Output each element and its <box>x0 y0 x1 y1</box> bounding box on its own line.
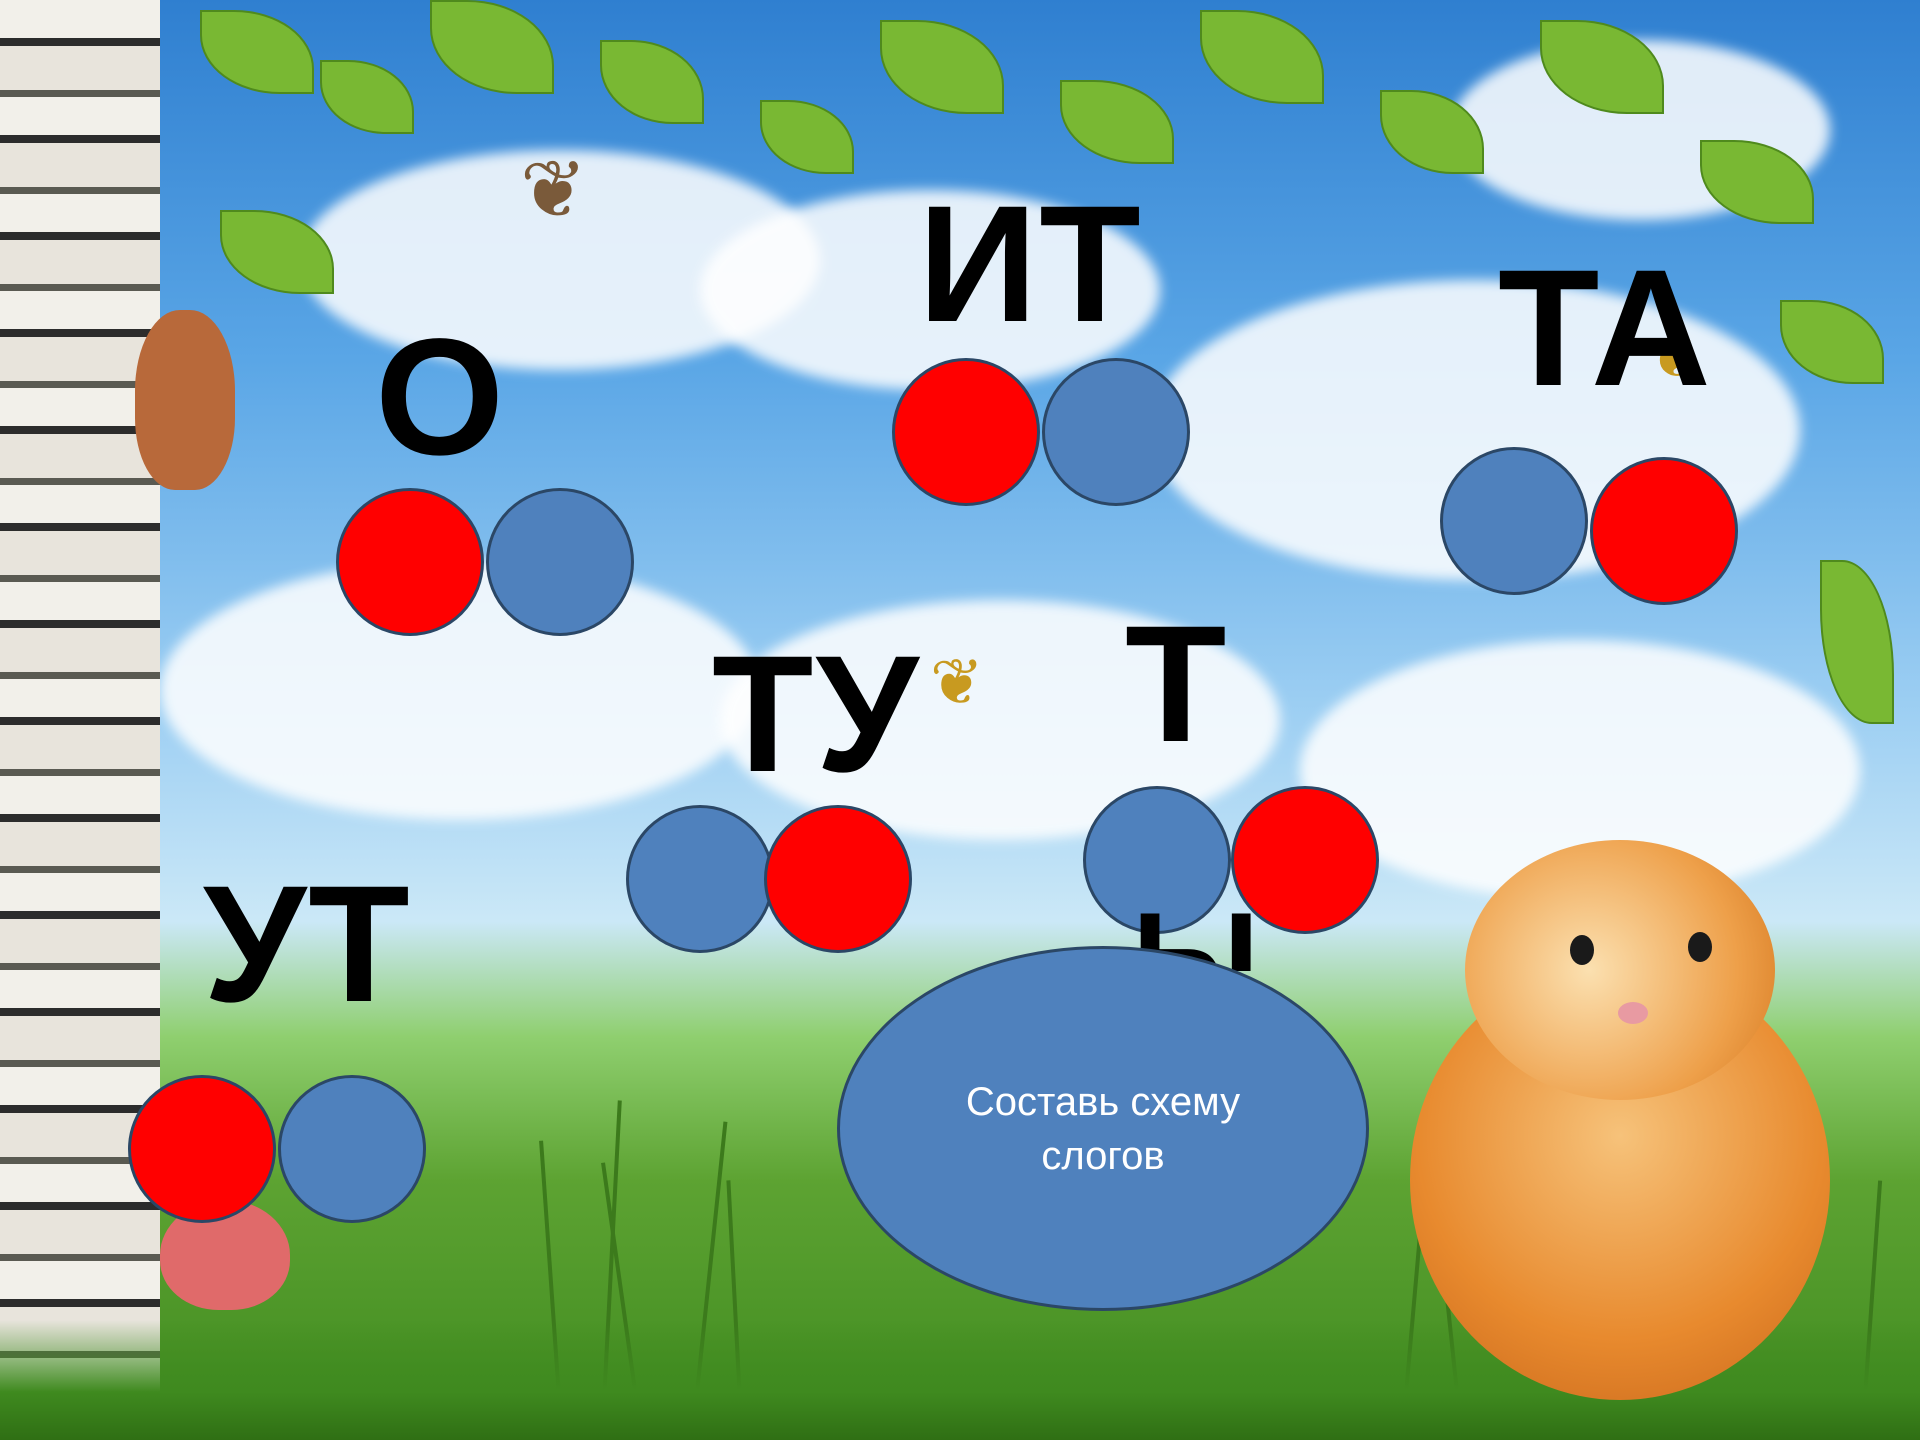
sound-circle-tu-1[interactable] <box>626 805 774 953</box>
leaf <box>320 60 414 134</box>
instruction-bubble[interactable]: Составь схему слогов <box>837 946 1369 1311</box>
sound-circle-ty-2[interactable] <box>1231 786 1379 934</box>
butterfly-icon: ❦ <box>930 646 984 718</box>
syllable-text-ot: О <box>375 305 507 490</box>
syllable-text-ty: Т <box>1125 592 1229 777</box>
instruction-text: Составь схему слогов <box>965 1079 1241 1178</box>
hamster-nose <box>1618 1002 1648 1024</box>
leaf <box>200 10 314 94</box>
butterfly-icon: ❦ <box>1650 326 1697 389</box>
sound-circle-ut-1[interactable] <box>128 1075 276 1223</box>
leaf <box>1820 560 1894 724</box>
squirrel <box>135 310 235 490</box>
hamster-head <box>1465 840 1775 1100</box>
leaf <box>1200 10 1324 104</box>
leaf <box>430 0 554 94</box>
sound-circle-ta-1[interactable] <box>1440 447 1588 595</box>
leaf <box>1060 80 1174 164</box>
hamster <box>1370 840 1840 1420</box>
birch-tree <box>0 0 160 1440</box>
butterfly-icon: ❦ <box>520 145 588 234</box>
cloud <box>700 190 1160 390</box>
hamster-eye <box>1688 932 1712 962</box>
syllable-text-ta: ТА <box>1498 236 1713 421</box>
sound-circle-tu-2[interactable] <box>764 805 912 953</box>
leaf <box>760 100 854 174</box>
leaf <box>1780 300 1884 384</box>
leaf <box>600 40 704 124</box>
syllable-text-it: ИТ <box>918 172 1143 357</box>
sound-circle-ut-2[interactable] <box>278 1075 426 1223</box>
sound-circle-ot-2[interactable] <box>486 488 634 636</box>
sound-circle-it-2[interactable] <box>1042 358 1190 506</box>
sound-circle-it-1[interactable] <box>892 358 1040 506</box>
sound-circle-ot-1[interactable] <box>336 488 484 636</box>
sound-circle-ta-2[interactable] <box>1590 457 1738 605</box>
leaf <box>880 20 1004 114</box>
syllable-text-ut: УТ <box>203 852 412 1037</box>
hamster-eye <box>1570 935 1594 965</box>
syllable-text-tu: ТУ <box>712 622 921 807</box>
sound-circle-ty-1[interactable] <box>1083 786 1231 934</box>
